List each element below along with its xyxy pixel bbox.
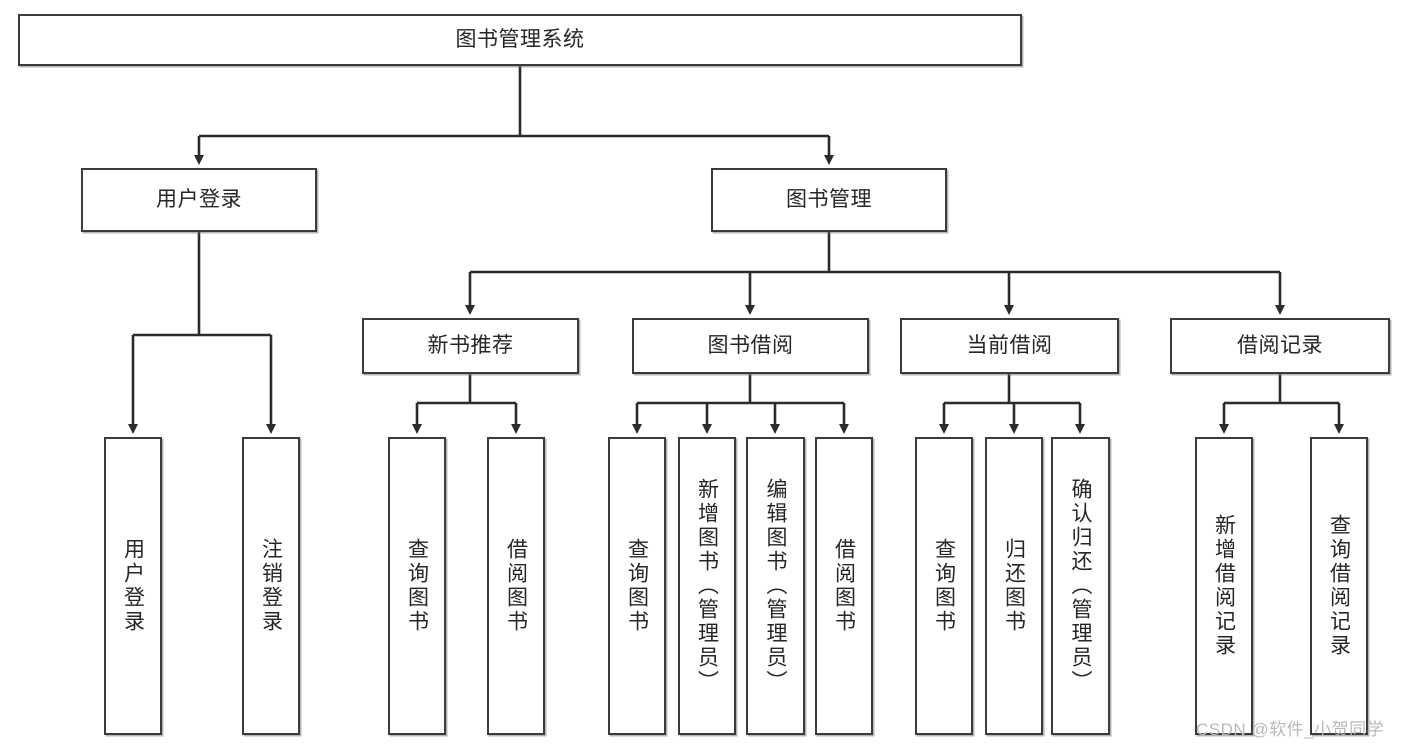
node-label: 用户登录	[156, 188, 242, 212]
node-label: 新增图书（管理员）	[695, 478, 719, 694]
node-label: 当前借阅	[966, 334, 1053, 358]
node-label: 确认归还（管理员）	[1069, 478, 1092, 694]
node-label: 图书借阅	[707, 334, 794, 358]
node-leaf-return-book[interactable]: 归还图书	[985, 437, 1043, 735]
node-label: 查询图书	[932, 538, 956, 634]
node-label: 用户登录	[121, 538, 145, 634]
node-label: 编辑图书（管理员）	[764, 478, 787, 694]
watermark: CSDN @软件_小贺同学	[1196, 720, 1385, 739]
node-leaf-query-record[interactable]: 查询借阅记录	[1310, 437, 1368, 735]
node-label: 注销登录	[259, 538, 283, 634]
node-leaf-query-book-3[interactable]: 查询图书	[915, 437, 973, 735]
node-leaf-edit-book[interactable]: 编辑图书（管理员）	[746, 437, 805, 735]
node-leaf-query-book-2[interactable]: 查询图书	[608, 437, 666, 735]
node-user-login[interactable]: 用户登录	[81, 168, 317, 232]
node-leaf-add-record[interactable]: 新增借阅记录	[1195, 437, 1253, 735]
node-leaf-borrow-book-2[interactable]: 借阅图书	[815, 437, 873, 735]
node-label: 查询借阅记录	[1327, 514, 1351, 658]
node-leaf-borrow-book-1[interactable]: 借阅图书	[487, 437, 545, 735]
node-label: 新书推荐	[427, 334, 514, 358]
node-book-borrow[interactable]: 图书借阅	[632, 318, 869, 374]
node-leaf-logout[interactable]: 注销登录	[242, 437, 300, 735]
node-label: 借阅记录	[1237, 334, 1323, 358]
node-leaf-add-book[interactable]: 新增图书（管理员）	[678, 437, 736, 735]
node-label: 新增借阅记录	[1212, 514, 1236, 658]
node-book-manage[interactable]: 图书管理	[711, 168, 947, 232]
node-label: 图书管理	[786, 188, 872, 212]
node-borrow-record[interactable]: 借阅记录	[1170, 318, 1390, 374]
node-label: 借阅图书	[504, 538, 528, 634]
node-root[interactable]: 图书管理系统	[18, 14, 1022, 66]
node-label: 查询图书	[625, 538, 649, 634]
node-leaf-confirm-return[interactable]: 确认归还（管理员）	[1051, 437, 1110, 735]
node-current-borrow[interactable]: 当前借阅	[900, 318, 1119, 374]
node-leaf-user-login[interactable]: 用户登录	[104, 437, 162, 735]
node-leaf-query-book-1[interactable]: 查询图书	[388, 437, 446, 735]
node-label: 归还图书	[1002, 538, 1026, 634]
node-new-book-rec[interactable]: 新书推荐	[362, 318, 579, 374]
node-label: 图书管理系统	[455, 28, 585, 52]
node-label: 借阅图书	[832, 538, 856, 634]
node-label: 查询图书	[405, 538, 429, 634]
